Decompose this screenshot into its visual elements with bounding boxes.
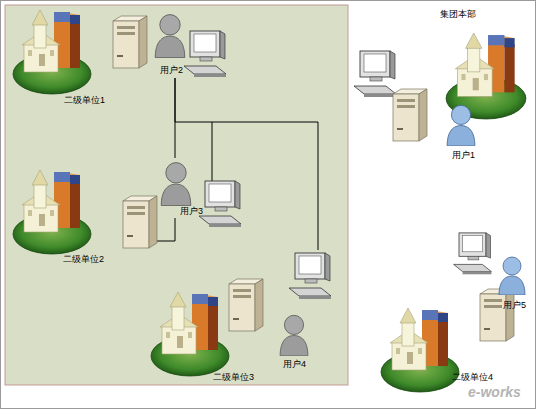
node-label: 二级单位1 [64, 95, 105, 106]
labelled-icon-group: 用户5 [493, 252, 533, 314]
labelled-icon-group: 二级单位2 [10, 168, 130, 268]
computer-icon [354, 51, 396, 97]
building-icon [381, 308, 459, 392]
server-icon [480, 289, 514, 341]
building-icon [13, 10, 91, 94]
region-heading: 集团本部 [440, 8, 476, 21]
labelled-icon-group: 二级单位3 [148, 288, 263, 386]
computer-icon [289, 253, 331, 299]
computer-icon [184, 31, 226, 77]
labelled-icon-group: 二级单位1 [10, 8, 130, 108]
node-label: 用户2 [160, 65, 183, 76]
labelled-icon-group: 用户3 [156, 158, 246, 235]
shaded-region [5, 5, 348, 385]
labelled-icon-group: 用户4 [275, 250, 340, 372]
labelled-icon-group: 二级单位4 [376, 306, 498, 388]
user-icon [499, 257, 525, 295]
node-label: 二级单位2 [63, 254, 104, 265]
user-icon [447, 105, 475, 146]
computer-icon [199, 181, 241, 227]
node-label: 二级单位3 [213, 372, 254, 383]
building-icon [13, 170, 91, 254]
node-label: 用户3 [180, 206, 203, 217]
server-icon [229, 279, 263, 331]
labelled-icon-group: 用户1 [440, 100, 488, 162]
user-icon [161, 163, 190, 206]
building-icon [151, 292, 229, 376]
network-link [175, 78, 318, 250]
server-icon [123, 196, 157, 248]
computer-icon [454, 233, 492, 274]
watermark: e-works [468, 384, 521, 400]
network-wire [212, 122, 213, 182]
node-label: 用户5 [503, 300, 526, 311]
user-icon [280, 315, 308, 356]
node-label: 用户4 [283, 359, 306, 370]
server-icon [393, 89, 427, 141]
labelled-icon-group: 用户2 [150, 8, 195, 78]
server-icon [113, 16, 147, 68]
user-icon [155, 15, 184, 58]
node-label: 二级单位4 [452, 372, 493, 383]
node-label: 用户1 [452, 150, 475, 161]
